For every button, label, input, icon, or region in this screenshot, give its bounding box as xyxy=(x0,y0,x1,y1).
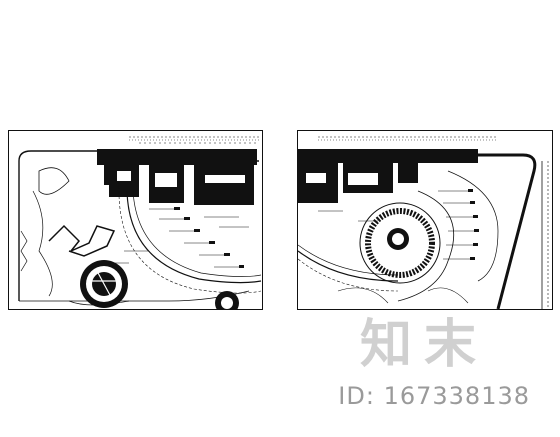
watermark-id-label: ID: 167338138 xyxy=(338,382,530,410)
circular-plaza xyxy=(80,260,128,308)
site-boundary xyxy=(478,153,537,309)
round-feature xyxy=(215,291,239,309)
site-plan-left-drawing xyxy=(18,136,262,309)
top-dimension-lines xyxy=(318,136,498,141)
arc-plaza xyxy=(118,185,262,294)
building-courtyards xyxy=(306,173,378,185)
site-boundary xyxy=(18,150,259,301)
annotation-ticks xyxy=(174,207,244,268)
annotation-ticks xyxy=(468,189,479,260)
arc-plaza xyxy=(298,244,399,292)
central-circle-plaza xyxy=(359,202,441,284)
building-block xyxy=(97,149,257,205)
annotation-leaders xyxy=(318,190,474,260)
building-courtyards xyxy=(117,171,245,187)
winding-path xyxy=(48,224,116,257)
site-plan-right-drawing xyxy=(298,136,549,309)
site-plan-left-sheet xyxy=(8,130,263,310)
annotation-leaders xyxy=(104,208,249,268)
top-dimension-lines xyxy=(129,136,259,144)
watermark-logo: 知末 xyxy=(360,315,489,375)
site-plan-right-sheet xyxy=(297,130,553,310)
